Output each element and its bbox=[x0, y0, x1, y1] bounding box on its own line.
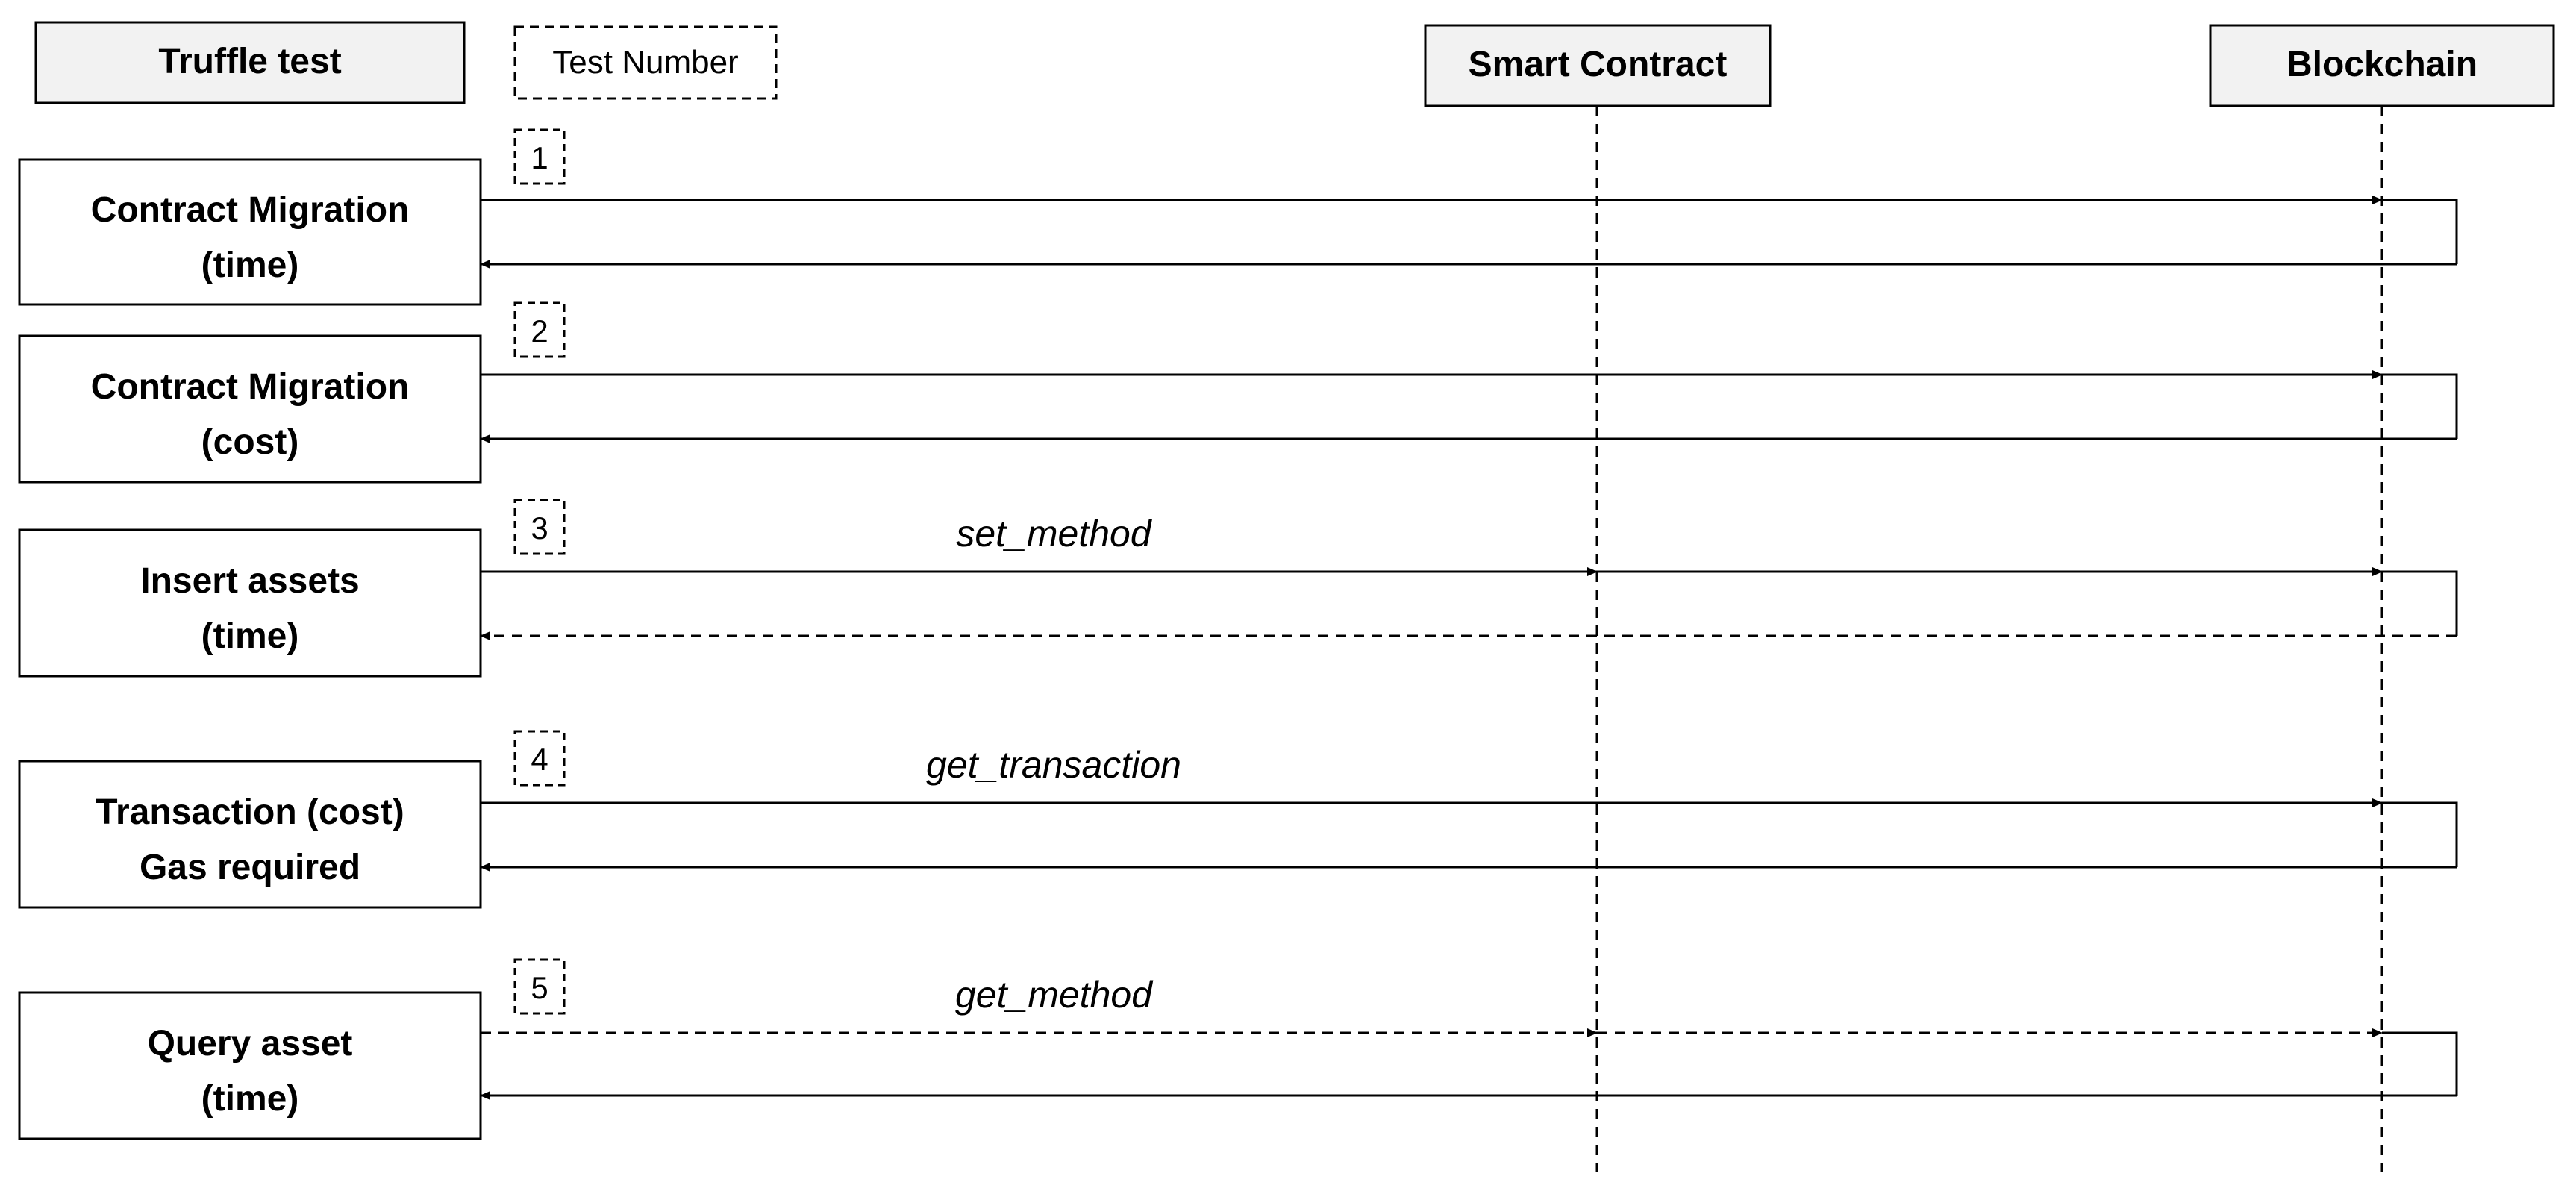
test-box bbox=[18, 760, 482, 909]
blockchain-loop bbox=[2382, 373, 2458, 439]
test-row: Transaction (cost) Gas required 4 get_trans… bbox=[18, 730, 2458, 909]
test-subtitle: Gas required bbox=[140, 848, 360, 887]
blockchain-loop bbox=[2382, 1031, 2458, 1096]
test-title: Contract Migration bbox=[91, 367, 410, 407]
test-subtitle: (cost) bbox=[201, 422, 299, 462]
test-title: Insert assets bbox=[140, 561, 360, 601]
test-number-badge bbox=[513, 958, 566, 1015]
blockchain-loop bbox=[2382, 199, 2458, 264]
test-box bbox=[18, 334, 482, 484]
test-subtitle: (time) bbox=[201, 1079, 299, 1119]
test-number-badge bbox=[513, 128, 566, 185]
test-title: Transaction (cost) bbox=[96, 793, 404, 832]
smart-contract-header: Smart Contract bbox=[1424, 24, 1772, 107]
blockchain-header: Blockchain bbox=[2209, 24, 2555, 107]
truffle-test-header-label: Truffle test bbox=[158, 42, 341, 81]
test-title: Contract Migration bbox=[91, 190, 410, 230]
test-number-badge bbox=[513, 301, 566, 358]
test-number-label: 3 bbox=[531, 510, 548, 546]
truffle-test-header: Truffle test bbox=[34, 21, 466, 104]
blockchain-header-label: Blockchain bbox=[2286, 45, 2477, 84]
test-number-legend: Test Number bbox=[513, 25, 778, 100]
test-row: Insert assets (time) 3 set_method bbox=[18, 499, 2458, 678]
blockchain-loop bbox=[2382, 570, 2458, 636]
test-subtitle: (time) bbox=[201, 616, 299, 656]
test-box bbox=[18, 991, 482, 1140]
smart-contract-header-label: Smart Contract bbox=[1469, 45, 1728, 84]
test-row: Contract Migration (time) 1 bbox=[18, 128, 2458, 306]
method-label: get_method bbox=[955, 974, 1154, 1016]
test-number-badge bbox=[513, 730, 566, 787]
test-box bbox=[18, 158, 482, 306]
test-row: Query asset (time) 5 get_method bbox=[18, 958, 2458, 1140]
test-number-label: 5 bbox=[531, 970, 548, 1005]
test-number-label: 2 bbox=[531, 313, 548, 349]
test-number-badge bbox=[513, 499, 566, 555]
test-box bbox=[18, 528, 482, 678]
blockchain-loop bbox=[2382, 801, 2458, 867]
test-number-label: 1 bbox=[531, 140, 548, 175]
test-number-legend-label: Test Number bbox=[552, 44, 738, 81]
test-subtitle: (time) bbox=[201, 246, 299, 285]
test-number-label: 4 bbox=[531, 742, 548, 777]
method-label: set_method bbox=[956, 513, 1152, 554]
method-label: get_transaction bbox=[926, 744, 1181, 786]
test-title: Query asset bbox=[148, 1024, 353, 1063]
test-row: Contract Migration (cost) 2 bbox=[18, 301, 2458, 484]
